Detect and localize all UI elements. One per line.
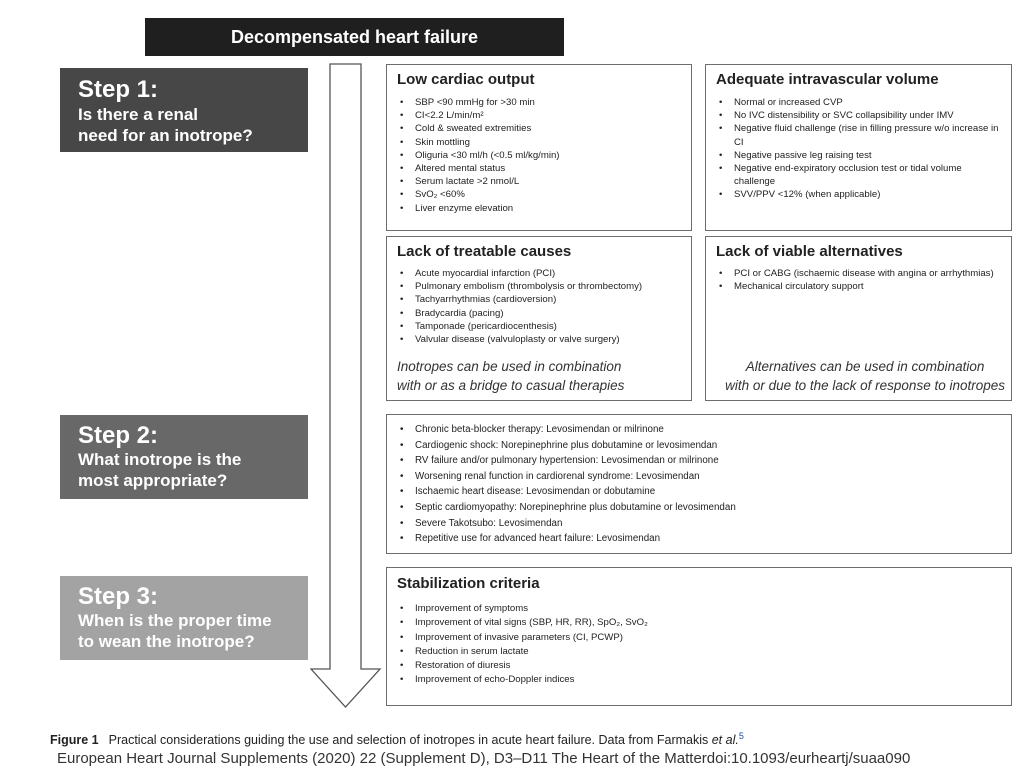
list-item: Negative fluid challenge (rise in fillin… <box>716 122 1001 148</box>
list-item: Oliguria <30 ml/h (<0.5 ml/kg/min) <box>397 149 681 162</box>
box-title: Lack of treatable causes <box>397 243 572 260</box>
list-item: Reduction in serum lactate <box>397 645 1001 660</box>
inotrope-selection-list: Chronic beta-blocker therapy: Levosimend… <box>397 422 1001 547</box>
list-item: Cardiogenic shock: Norepinephrine plus d… <box>397 438 1001 454</box>
list-item: SVV/PPV <12% (when applicable) <box>716 188 1001 201</box>
criteria-list: SBP <90 mmHg for >30 min CI<2.2 L/min/m²… <box>397 96 681 215</box>
step-2-panel: Step 2: What inotrope is the most approp… <box>60 415 308 499</box>
list-item: Repetitive use for advanced heart failur… <box>397 531 1001 547</box>
list-item: Skin mottling <box>397 136 681 149</box>
list-item: Improvement of echo-Doppler indices <box>397 673 1001 688</box>
note-line: Inotropes can be used in combination <box>397 359 622 374</box>
inotrope-selection-box: Chronic beta-blocker therapy: Levosimend… <box>386 414 1012 554</box>
alternatives-combination-note: Alternatives can be used in combination … <box>725 357 1005 395</box>
list-item: Restoration of diuresis <box>397 659 1001 674</box>
box-title: Adequate intravascular volume <box>716 71 939 88</box>
list-item: Valvular disease (valvuloplasty or valve… <box>397 333 681 346</box>
diagram-title: Decompensated heart failure <box>145 18 564 56</box>
list-item: Chronic beta-blocker therapy: Levosimend… <box>397 422 1001 438</box>
step-1-question-line-2: need for an inotrope? <box>78 126 253 145</box>
list-item: No IVC distensibility or SVC collapsibil… <box>716 109 1001 122</box>
note-line: with or as a bridge to casual therapies <box>397 378 625 393</box>
step-2-question-line-1: What inotrope is the <box>78 450 242 469</box>
list-item: RV failure and/or pulmonary hypertension… <box>397 453 1001 469</box>
list-item: Negative end-expiratory occlusion test o… <box>716 162 1001 188</box>
list-item: SvO₂ <60% <box>397 188 681 201</box>
step-1-question-line-1: Is there a renal <box>78 105 199 124</box>
list-item: Cold & sweated extremities <box>397 122 681 135</box>
list-item: Altered mental status <box>397 162 681 175</box>
note-line: with or due to the lack of response to i… <box>725 378 1005 393</box>
step-3-panel: Step 3: When is the proper time to wean … <box>60 576 308 660</box>
list-item: Negative passive leg raising test <box>716 149 1001 162</box>
list-item: PCI or CABG (ischaemic disease with angi… <box>716 267 1001 280</box>
list-item: SBP <90 mmHg for >30 min <box>397 96 681 109</box>
list-item: Liver enzyme elevation <box>397 202 681 215</box>
list-item: Ischaemic heart disease: Levosimendan or… <box>397 484 1001 500</box>
step-1-label: Step 1: <box>78 76 159 103</box>
list-item: Serum lactate >2 nmol/L <box>397 175 681 188</box>
list-item: Worsening renal function in cardiorenal … <box>397 469 1001 485</box>
list-item: Improvement of invasive parameters (CI, … <box>397 631 1001 646</box>
reference-link[interactable]: 5 <box>738 731 744 741</box>
step-3-label: Step 3: <box>78 583 159 610</box>
caption-text: Practical considerations guiding the use… <box>108 733 712 748</box>
step-2-question-line-2: most appropriate? <box>78 471 228 490</box>
list-item: Improvement of vital signs (SBP, HR, RR)… <box>397 616 1001 631</box>
adequate-intravascular-volume-box: Adequate intravascular volume Normal or … <box>705 64 1012 231</box>
figure-label: Figure 1 <box>50 733 99 748</box>
criteria-list: Normal or increased CVP No IVC distensib… <box>716 96 1001 202</box>
figure-caption: Figure 1 Practical considerations guiding… <box>50 731 744 747</box>
step-3-question-line-2: to wean the inotrope? <box>78 632 255 651</box>
source-citation: European Heart Journal Supplements (2020… <box>57 750 911 767</box>
lack-of-treatable-causes-box: Lack of treatable causes Acute myocardia… <box>386 236 692 401</box>
step-3-question-line-1: When is the proper time <box>78 611 272 630</box>
list-item: Improvement of symptoms <box>397 602 1001 617</box>
low-cardiac-output-box: Low cardiac output SBP <90 mmHg for >30 … <box>386 64 692 231</box>
lack-of-viable-alternatives-box: Lack of viable alternatives PCI or CABG … <box>705 236 1012 401</box>
box-title: Low cardiac output <box>397 71 535 88</box>
list-item: Severe Takotsubo: Levosimendan <box>397 516 1001 532</box>
alternatives-list: PCI or CABG (ischaemic disease with angi… <box>716 267 1001 294</box>
list-item: Septic cardiomyopathy: Norepinephrine pl… <box>397 500 1001 516</box>
stabilization-criteria-box: Stabilization criteria Improvement of sy… <box>386 567 1012 706</box>
caption-et-al: et al. <box>711 733 739 748</box>
downward-flow-arrow <box>310 63 382 708</box>
note-line: Alternatives can be used in combination <box>745 359 985 374</box>
list-item: Acute myocardial infarction (PCI) <box>397 267 681 280</box>
box-title: Lack of viable alternatives <box>716 243 903 260</box>
list-item: Normal or increased CVP <box>716 96 1001 109</box>
list-item: Tachyarrhythmias (cardioversion) <box>397 293 681 306</box>
causes-list: Acute myocardial infarction (PCI) Pulmon… <box>397 267 681 346</box>
list-item: CI<2.2 L/min/m² <box>397 109 681 122</box>
list-item: Mechanical circulatory support <box>716 280 1001 293</box>
step-2-label: Step 2: <box>78 422 159 449</box>
step-1-panel: Step 1: Is there a renal need for an ino… <box>60 68 308 152</box>
box-title: Stabilization criteria <box>397 575 540 592</box>
list-item: Bradycardia (pacing) <box>397 307 681 320</box>
list-item: Pulmonary embolism (thrombolysis or thro… <box>397 280 681 293</box>
inotrope-combination-note: Inotropes can be used in combination wit… <box>397 357 624 395</box>
list-item: Tamponade (pericardiocenthesis) <box>397 320 681 333</box>
stabilization-list: Improvement of symptoms Improvement of v… <box>397 602 1001 688</box>
